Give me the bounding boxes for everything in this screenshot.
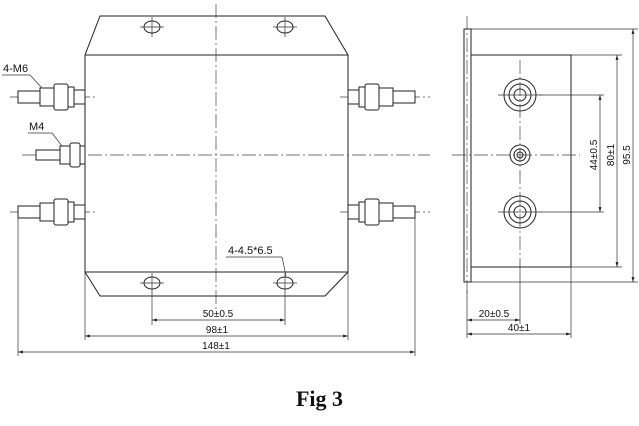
side-view: 44±0.5 80±1 95.5 20±0.5 40±1 <box>452 16 638 338</box>
mount-hole <box>140 273 164 293</box>
terminal-stud <box>10 83 95 111</box>
side-flange <box>463 28 472 283</box>
thread-stud-label: 4-M6 <box>3 63 28 75</box>
front-view: 4-M6 M4 4-4.5*6.5 50±0.5 98±1 148±1 <box>2 4 430 356</box>
mounting-flange <box>84 15 349 297</box>
ground-stud-label: M4 <box>29 121 44 133</box>
dimension-value: 95.5 <box>622 145 633 165</box>
dimension-value: 148±1 <box>202 341 230 352</box>
dimension-stud-spacing: 44±0.5 <box>589 95 602 212</box>
stud-end-view <box>498 78 542 112</box>
dimension-overall-width: 148±1 <box>18 341 415 354</box>
figure-caption: Fig 3 <box>295 386 344 411</box>
dimension-hole-spacing: 50±0.5 <box>152 309 285 322</box>
dimension-value: 20±0.5 <box>479 309 510 320</box>
dimension-flange-offset: 20±0.5 <box>467 309 520 322</box>
leader-line <box>51 132 63 147</box>
terminal-stud <box>340 198 430 226</box>
dimension-flange-height: 95.5 <box>622 29 635 282</box>
side-body <box>470 54 572 268</box>
terminal-stud <box>340 83 430 111</box>
dimension-value: 98±1 <box>206 325 229 336</box>
dimension-body-height: 80±1 <box>606 55 619 267</box>
dimension-depth: 40±1 <box>467 323 571 336</box>
ground-stud <box>35 142 86 168</box>
mount-hole <box>273 273 297 293</box>
dimension-value: 80±1 <box>606 143 617 166</box>
leader-line <box>29 74 43 89</box>
stud-end-view <box>509 144 531 166</box>
dimension-value: 44±0.5 <box>589 139 600 170</box>
leader-line <box>281 256 287 277</box>
stud-end-view <box>498 195 542 229</box>
mount-hole <box>273 17 297 37</box>
terminal-stud <box>10 198 95 226</box>
filter-body <box>84 54 349 273</box>
dimension-value: 50±0.5 <box>203 309 234 320</box>
mount-hole-label: 4-4.5*6.5 <box>228 245 273 257</box>
dimension-body-width: 98±1 <box>85 325 348 338</box>
mount-hole <box>140 17 164 37</box>
dimension-value: 40±1 <box>508 323 531 334</box>
